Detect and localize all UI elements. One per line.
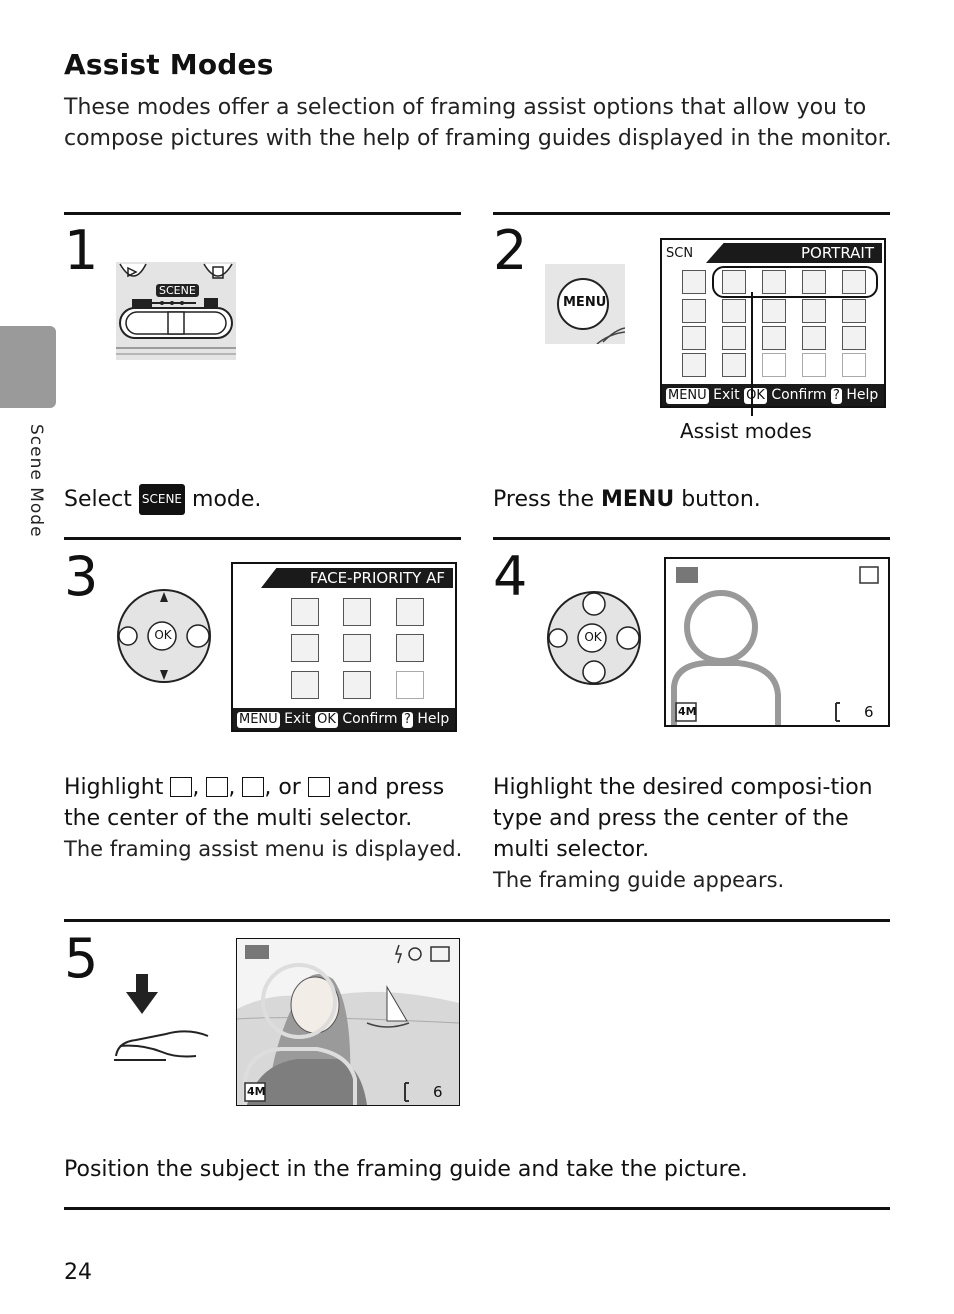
page-title: Assist Modes	[64, 48, 274, 81]
menu-cell	[343, 634, 371, 662]
exposures-remaining: 6	[864, 703, 874, 721]
step-number-1: 1	[64, 219, 99, 282]
menu-cell	[682, 299, 706, 323]
step4-subcaption: The framing guide appears.	[493, 868, 785, 892]
landscape-assist-icon	[206, 777, 229, 797]
menu-cell	[396, 634, 424, 662]
menu-cell	[842, 326, 866, 350]
menu-cell	[802, 299, 826, 323]
lcd-photo-preview: 4M 6	[236, 938, 460, 1106]
menu-cell	[762, 353, 786, 377]
assist-modes-callout: Assist modes	[680, 419, 812, 443]
step4-rule	[493, 537, 890, 540]
menu-cell	[682, 353, 706, 377]
lcd-portrait-title: PORTRAIT	[706, 243, 882, 263]
ok-label: OK	[584, 630, 602, 644]
menu-cell	[291, 671, 319, 699]
page-number: 24	[64, 1260, 92, 1285]
menu-cell	[762, 326, 786, 350]
ok-label: OK	[154, 628, 172, 642]
menu-cell	[682, 270, 706, 294]
exposures-remaining: 6	[433, 1083, 443, 1101]
lcd-face-title: FACE-PRIORITY AF	[261, 568, 453, 588]
menu-cell	[682, 326, 706, 350]
section-side-label: Scene Mode	[26, 424, 46, 538]
portrait-assist-icon	[170, 777, 193, 797]
step5-rule	[64, 919, 890, 922]
menu-cell	[291, 598, 319, 626]
menu-cell	[291, 634, 319, 662]
lcd-framing-guide: 4M 6	[664, 557, 890, 727]
step2-rule	[493, 212, 890, 215]
step-number-2: 2	[493, 219, 528, 282]
step2-caption: Press the MENU button.	[493, 487, 761, 512]
menu-cell	[802, 326, 826, 350]
menu-cell	[396, 671, 424, 699]
multi-selector-illustration: OK	[546, 590, 642, 686]
menu-cell	[842, 353, 866, 377]
sports-assist-icon	[242, 777, 265, 797]
step3-caption: Highlight , , , or and press the center …	[64, 772, 464, 865]
lcd-portrait-menu: SCN PORTRAIT MENU Exit OK Confirm ? Help	[660, 238, 886, 408]
menu-cell	[842, 270, 866, 294]
camera-top-illustration: SCENE	[116, 262, 236, 360]
section-tab	[0, 326, 56, 408]
night-portrait-assist-icon	[307, 777, 330, 797]
bottom-rule	[64, 1207, 890, 1210]
scene-label: SCENE	[156, 284, 199, 297]
lcd-portrait-footer: MENU Exit OK Confirm ? Help	[662, 384, 884, 406]
step4-caption: Highlight the desired composi-tion type …	[493, 772, 893, 896]
step-number-4: 4	[493, 545, 528, 608]
menu-cell	[762, 299, 786, 323]
step1-caption: Select SCENE mode.	[64, 484, 261, 515]
menu-cell	[722, 270, 746, 294]
menu-cell	[762, 270, 786, 294]
menu-cell	[802, 353, 826, 377]
step3-subcaption: The framing assist menu is displayed.	[64, 837, 463, 861]
menu-cell	[802, 270, 826, 294]
menu-cell	[722, 353, 746, 377]
scene-mode-icon: SCENE	[138, 484, 186, 515]
menu-button-illustration: MENU	[545, 264, 626, 345]
menu-cell	[842, 299, 866, 323]
lcd-mode-label: SCN	[666, 246, 694, 261]
menu-cell	[722, 299, 746, 323]
assist-modes-highlight	[712, 266, 878, 298]
menu-cell	[396, 598, 424, 626]
step1-rule	[64, 212, 461, 215]
step-number-3: 3	[64, 545, 99, 608]
multi-selector-illustration: OK	[116, 588, 212, 684]
lcd-face-footer: MENU Exit OK Confirm ? Help	[233, 708, 455, 730]
step3-rule	[64, 537, 461, 540]
shutter-press-illustration	[112, 970, 212, 1066]
menu-cell	[343, 598, 371, 626]
image-size-indicator: 4M	[678, 705, 697, 718]
step-number-5: 5	[64, 927, 99, 990]
lcd-face-priority-menu: FACE-PRIORITY AF MENU Exit OK Confirm ? …	[231, 562, 457, 732]
intro-paragraph: These modes offer a selection of framing…	[64, 95, 892, 151]
menu-cell	[722, 326, 746, 350]
menu-button-label: MENU	[563, 295, 607, 310]
image-size-indicator: 4M	[247, 1085, 266, 1098]
step5-caption: Position the subject in the framing guid…	[64, 1157, 748, 1182]
callout-line	[751, 292, 753, 416]
menu-cell	[343, 671, 371, 699]
